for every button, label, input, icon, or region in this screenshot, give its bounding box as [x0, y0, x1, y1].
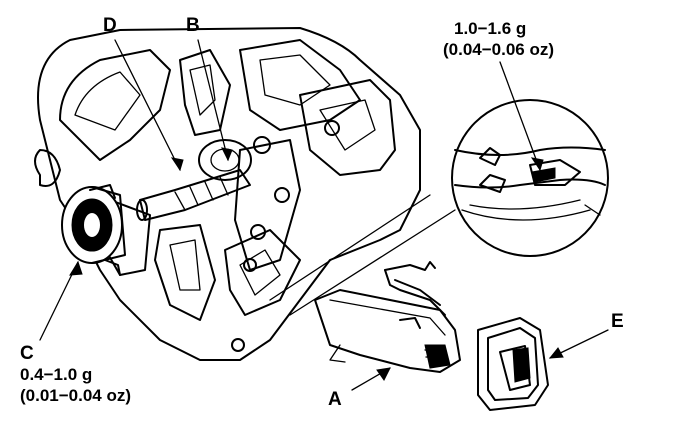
leader-lines: [39, 39, 609, 391]
label-a: A: [328, 389, 342, 410]
spec-top-line1: 1.0−1.6 g: [454, 19, 527, 38]
label-d: D: [103, 15, 117, 36]
leader-c-arrow: [69, 260, 83, 276]
detail-circle: [451, 99, 609, 257]
leader-d: [114, 39, 181, 171]
boot: [477, 317, 549, 411]
label-c: C: [20, 343, 34, 364]
detail-connector-2: [289, 209, 456, 316]
leader-top-spec-arrow: [530, 157, 544, 172]
release-bearing: [61, 184, 126, 276]
leader-top-spec: [499, 61, 541, 171]
label-b: B: [186, 15, 200, 36]
spec-c-line1: 0.4−1.0 g: [20, 365, 93, 384]
label-e: E: [611, 311, 624, 332]
leader-b-arrow: [221, 147, 233, 162]
spec-top-line2: (0.04−0.06 oz): [443, 40, 555, 59]
transmission-housing: [34, 27, 421, 361]
input-shaft: [136, 139, 252, 221]
leader-a-arrow: [376, 367, 391, 381]
release-fork: [314, 289, 461, 373]
spring-clip: [384, 261, 446, 316]
leader-b: [197, 39, 229, 161]
leader-d-arrow: [170, 157, 184, 172]
spec-c-line2: (0.01−0.04 oz): [20, 386, 132, 405]
leader-e-arrow: [548, 347, 564, 359]
detail-connector-1: [269, 194, 431, 301]
